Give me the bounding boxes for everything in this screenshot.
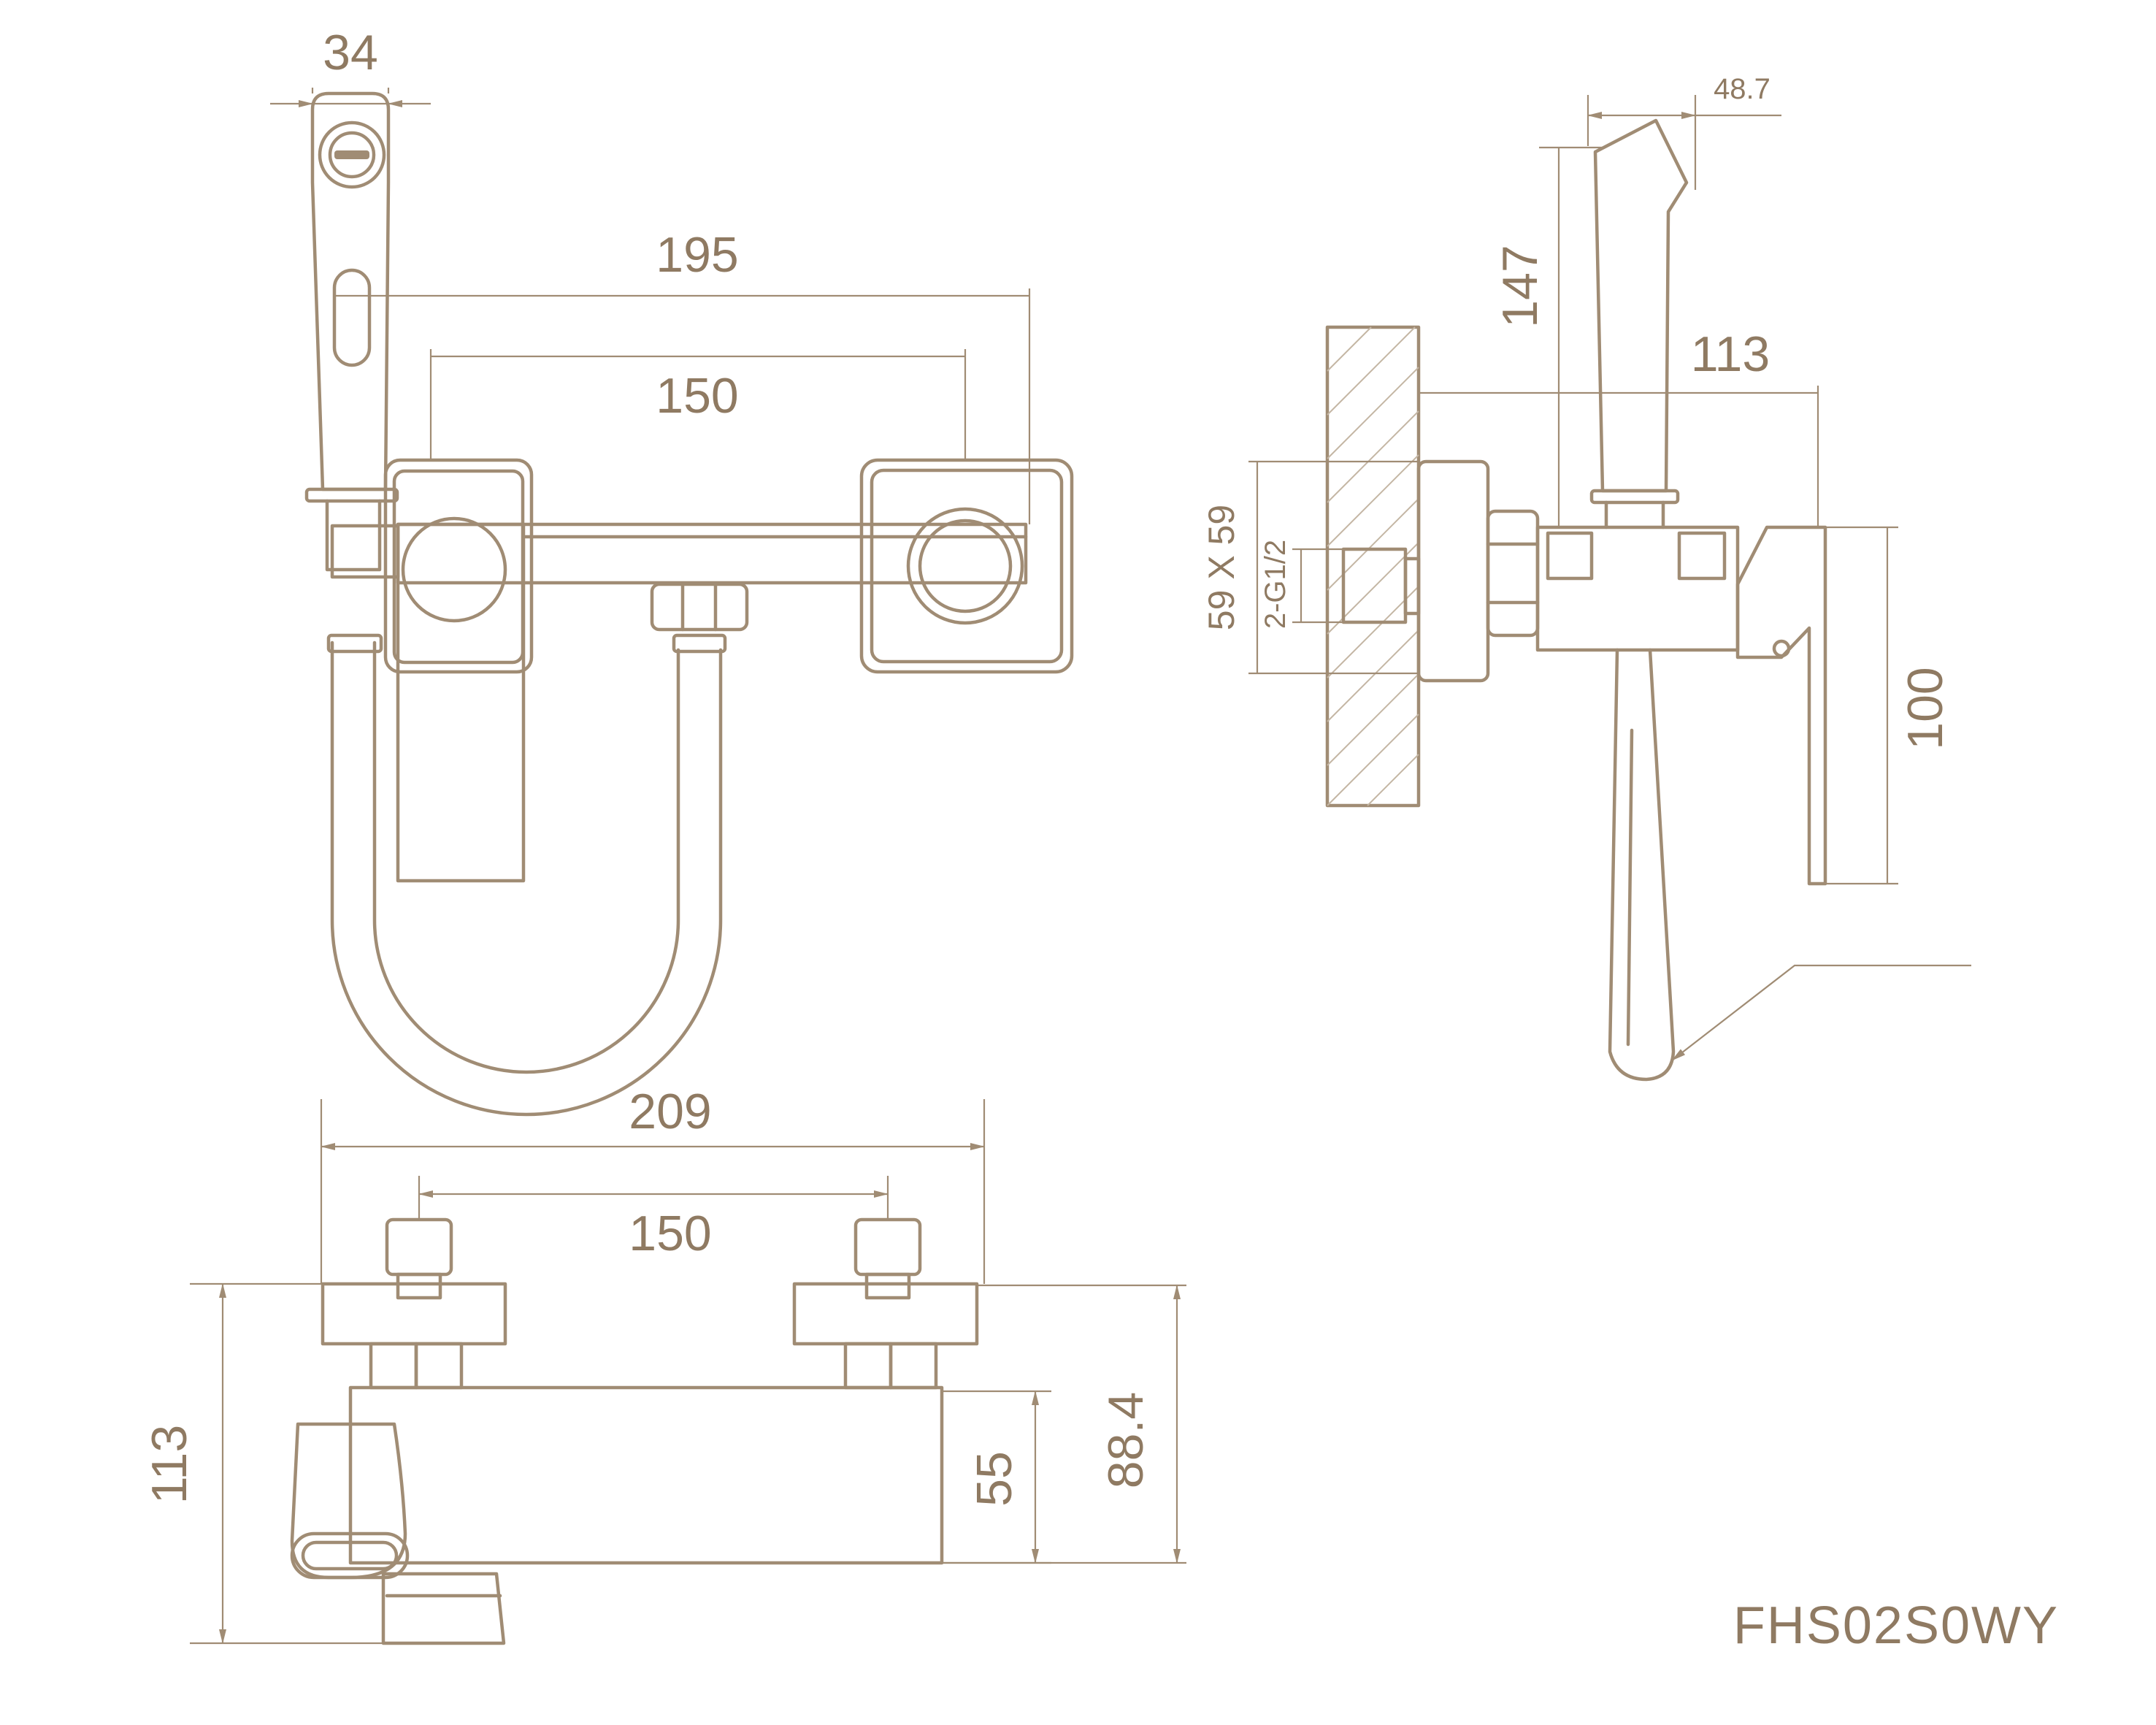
dim-label-195: 195	[656, 227, 738, 283]
dim-top-overall-width: 209	[320, 1084, 986, 1284]
dim-body-height: 100	[1825, 526, 1953, 885]
dim-shower-offset: 48.7	[1587, 73, 1781, 190]
dim-label-55: 55	[967, 1451, 1022, 1507]
top-shower-head	[290, 1422, 407, 1580]
dim-front-overall-width: 195	[334, 227, 1031, 524]
right-escutcheon	[859, 458, 1074, 674]
dim-shower-height: 147	[1492, 146, 1603, 527]
side-handle-grip	[1608, 648, 1676, 1082]
side-view: 48.7 147 113 59 X 59 2-G1/2	[1201, 73, 1971, 1082]
side-flange	[1416, 459, 1490, 683]
dim-top-body-depth: 55	[942, 1390, 1051, 1564]
dim-side-projection: 113	[1419, 326, 1819, 527]
lever-handle	[396, 522, 526, 883]
dim-label-2-g1-2: 2-G1/2	[1259, 540, 1292, 629]
dim-label-48-7: 48.7	[1714, 73, 1771, 105]
top-body	[348, 1385, 944, 1565]
left-escutcheon	[383, 458, 534, 674]
dim-label-209: 209	[629, 1084, 711, 1139]
dim-inlet-thread: 2-G1/2	[1259, 540, 1343, 629]
dim-label-59x59: 59 X 59	[1201, 505, 1242, 630]
side-hand-shower	[1593, 118, 1689, 493]
front-view: 34 195 150	[270, 25, 1074, 1117]
side-lever	[1735, 525, 1827, 886]
dim-top-overall-depth: 113	[142, 1282, 383, 1645]
dim-top-outlet-depth: 88.4	[942, 1284, 1186, 1564]
hose-nut	[650, 582, 749, 632]
dim-flange-size: 59 X 59	[1201, 460, 1419, 675]
model-code: FHS02S0WY	[1733, 1596, 2059, 1655]
dim-label-88-4: 88.4	[1098, 1392, 1154, 1488]
dim-front-inlet-spacing: 150	[429, 349, 967, 460]
dim-label-150-top: 150	[629, 1206, 711, 1261]
hand-shower	[304, 91, 399, 572]
dim-top-inlet-spacing: 150	[418, 1176, 889, 1261]
top-lever	[381, 1572, 506, 1645]
dim-hand-shower-width: 34	[270, 25, 431, 107]
dim-label-150-front: 150	[656, 368, 738, 424]
dim-label-147: 147	[1492, 245, 1548, 327]
top-left-flange	[321, 1282, 507, 1346]
hose	[330, 640, 723, 1117]
top-right-flange	[792, 1282, 979, 1346]
dim-label-113-side: 113	[1691, 326, 1770, 382]
dim-label-100: 100	[1898, 667, 1953, 749]
dim-label-113-top: 113	[142, 1425, 197, 1504]
side-body	[1535, 525, 1740, 652]
dim-label-34: 34	[323, 25, 378, 80]
top-view: 209 150 113 55 88.4	[142, 1084, 1186, 1645]
